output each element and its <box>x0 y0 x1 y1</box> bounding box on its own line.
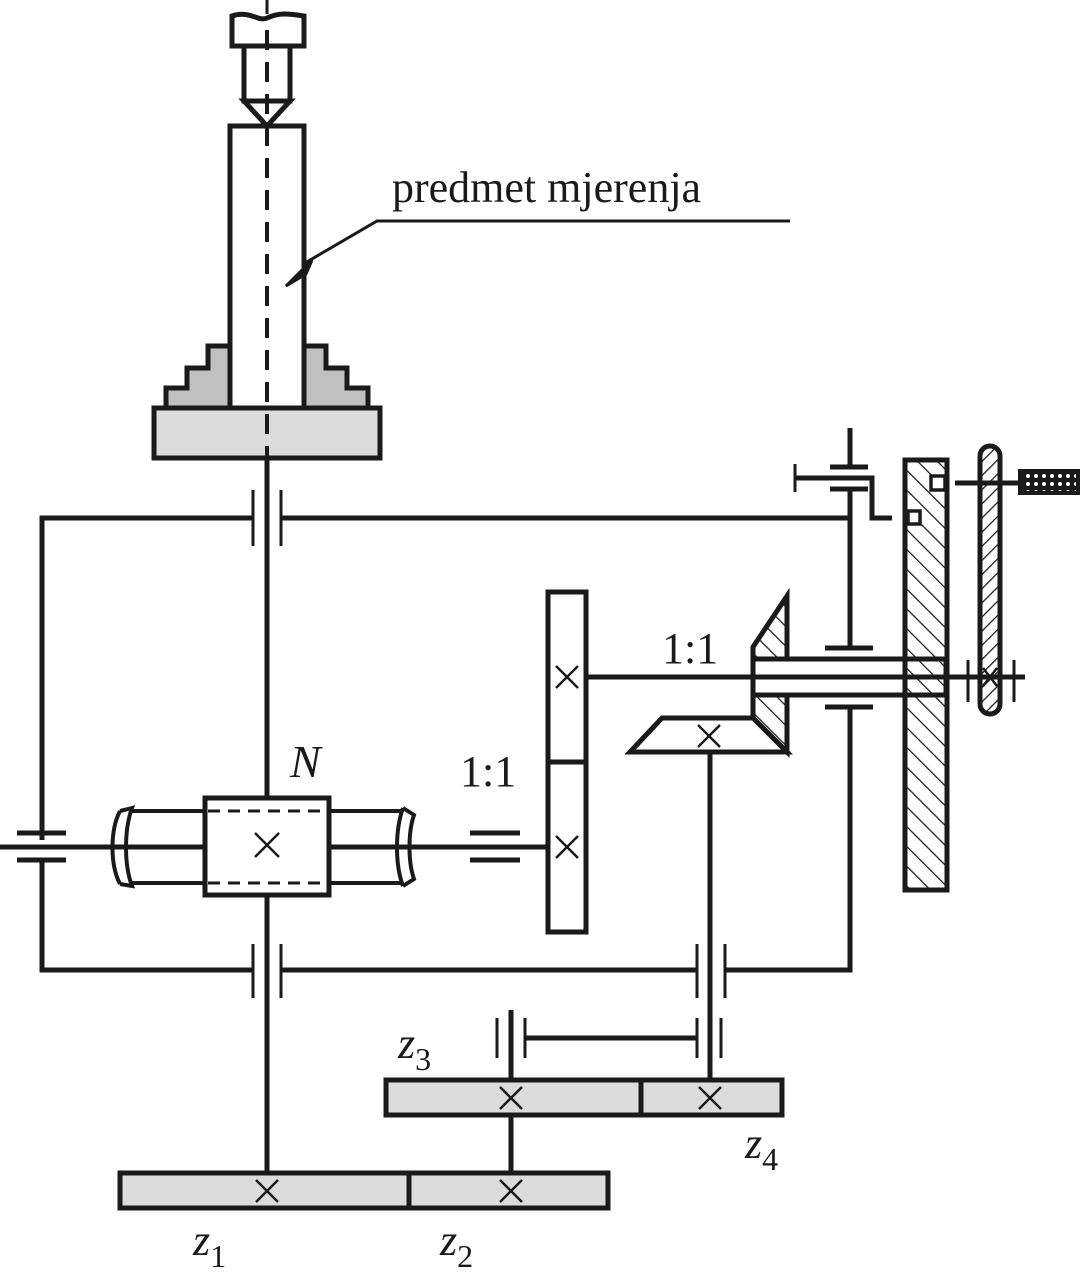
measured-object <box>151 30 383 461</box>
object-label: predmet mjerenja <box>392 163 701 212</box>
z4-label: z4 <box>744 1119 778 1177</box>
pointer-assembly <box>955 443 1080 717</box>
object-label-group: predmet mjerenja <box>284 163 790 288</box>
knurled-knob[interactable] <box>1018 469 1080 495</box>
node-n-assembly: N <box>110 736 548 898</box>
right-roller-end <box>401 806 417 888</box>
gear-lower-cross-b <box>555 835 579 859</box>
right-frame <box>793 428 892 710</box>
scale-marker-bottom <box>906 509 922 526</box>
step-support-left <box>163 343 233 411</box>
step-support-right <box>301 343 371 411</box>
z1-cross-b <box>255 1179 279 1203</box>
z1-label: z1 <box>192 1216 226 1273</box>
node-label: N <box>289 736 323 787</box>
gear-z2 <box>406 1170 611 1211</box>
leader-line <box>304 219 790 265</box>
ratio-upper-label: 1:1 <box>662 624 718 673</box>
frame-right-lower <box>725 708 853 973</box>
switch-lever <box>795 475 892 521</box>
gear-z3 <box>383 1077 644 1118</box>
ratio-lower-label: 1:1 <box>460 747 516 796</box>
z3-cross-b <box>499 1086 523 1110</box>
scale-marker-top <box>929 474 947 492</box>
upper-frame <box>39 490 848 840</box>
spur-gear-pair <box>545 589 589 935</box>
left-roller-curve-outer <box>110 810 122 885</box>
frame-left-lower <box>39 860 253 973</box>
node-n-cross-b <box>254 832 280 858</box>
frame-left-upper <box>39 515 253 840</box>
scale-disc-body <box>902 457 950 893</box>
z2-cross-b <box>499 1179 523 1203</box>
gear-z1 <box>117 1170 412 1211</box>
leader-arrow-icon <box>284 258 314 288</box>
pointer-disc <box>977 443 1003 717</box>
scale-disc <box>902 457 950 893</box>
z4-cross-b <box>698 1086 722 1110</box>
gear-upper-cross-b <box>555 665 579 689</box>
gear-train: z3 z4 z1 z2 <box>117 1010 785 1273</box>
bevel-cross-b <box>697 724 721 748</box>
left-bearing <box>0 830 120 863</box>
lower-frame <box>39 708 853 998</box>
pointer-cross-b <box>982 667 998 687</box>
z2-label: z2 <box>439 1216 473 1273</box>
z3-label: z3 <box>397 1019 431 1077</box>
right-roller-curve-inner <box>395 807 405 887</box>
